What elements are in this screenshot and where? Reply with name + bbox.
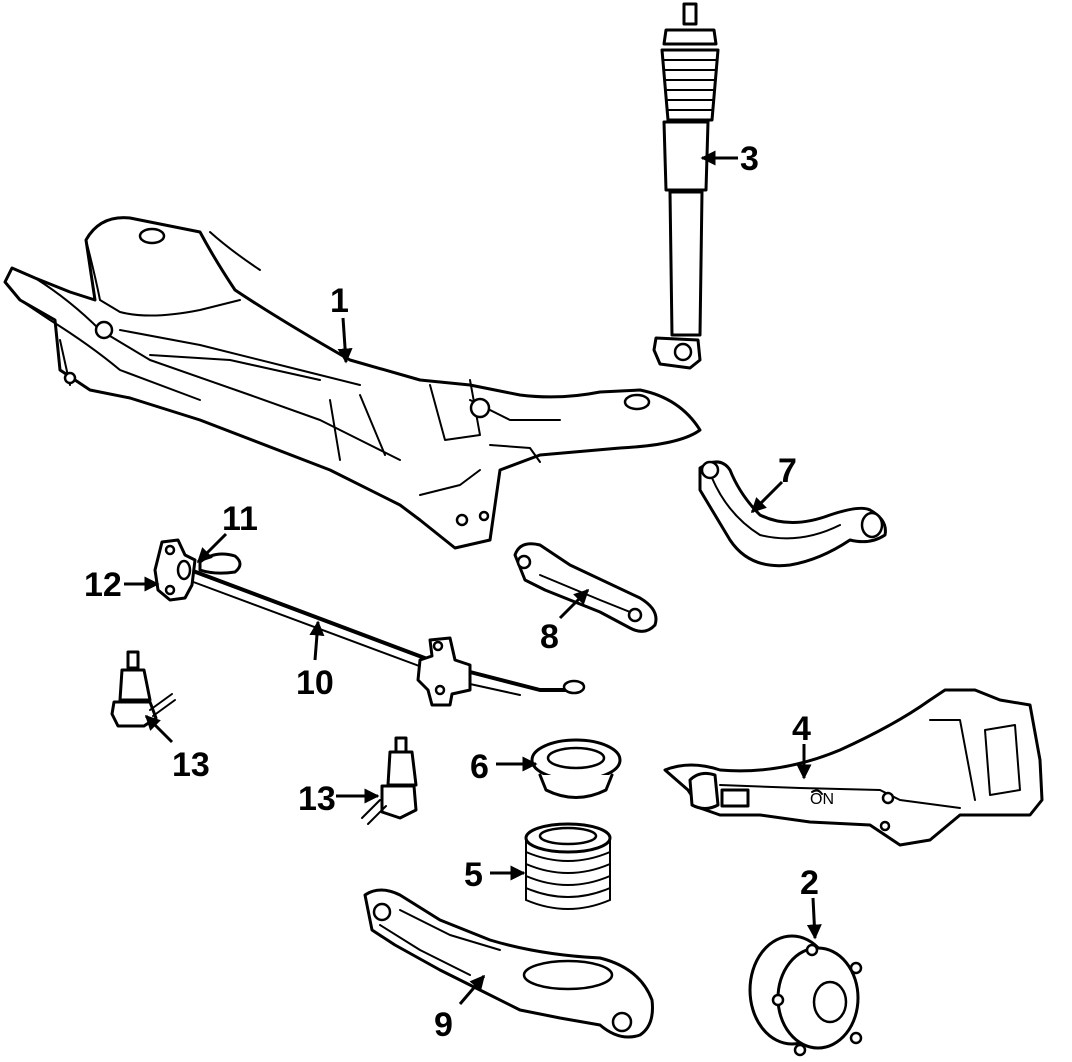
shock-absorber: [652, 2, 720, 370]
trailing-arm-knuckle: ON: [663, 688, 1044, 847]
stabilizer-link-left: [110, 650, 176, 728]
callout-8: 8: [540, 618, 559, 656]
callout-5: 5: [464, 856, 483, 894]
leader-13-left: [144, 714, 174, 744]
leader-10: [309, 620, 325, 661]
leader-7: [750, 480, 784, 514]
spring-seat-insulator: [530, 738, 622, 799]
callout-1: 1: [330, 282, 349, 320]
leader-11: [196, 532, 228, 564]
callout-11: 11: [222, 500, 258, 538]
callout-4: 4: [792, 710, 811, 748]
svg-text:ON: ON: [810, 791, 834, 808]
stabilizer-bar-end: [198, 552, 242, 575]
leader-2: [806, 897, 822, 940]
callout-10: 10: [296, 664, 334, 702]
wheel-hub-bearing: [748, 934, 863, 1057]
callout-7: 7: [778, 452, 797, 490]
lower-control-arm: [363, 888, 654, 1039]
callout-9: 9: [434, 1006, 453, 1044]
coil-spring: [524, 822, 612, 910]
lateral-link: [513, 542, 658, 633]
callout-13-right: 13: [298, 780, 336, 818]
crossmember-subframe: [3, 216, 702, 550]
callout-2: 2: [800, 864, 819, 902]
leader-1: [337, 317, 353, 364]
stabilizer-bushing-bracket: [153, 538, 197, 602]
callout-6: 6: [470, 748, 489, 786]
leader-8: [558, 588, 590, 620]
callout-13-left: 13: [172, 746, 210, 784]
callout-labels: 1 2 3 4 5 6 7 8 9 10 11 12 13 13: [84, 140, 819, 1044]
stabilizer-link-right: [361, 736, 418, 825]
callout-12: 12: [84, 566, 122, 604]
stabilizer-bar: [183, 566, 586, 707]
leader-lines: [124, 150, 822, 1005]
leader-9: [458, 974, 486, 1005]
upper-control-arm: [698, 460, 887, 568]
callout-3: 3: [740, 140, 759, 178]
